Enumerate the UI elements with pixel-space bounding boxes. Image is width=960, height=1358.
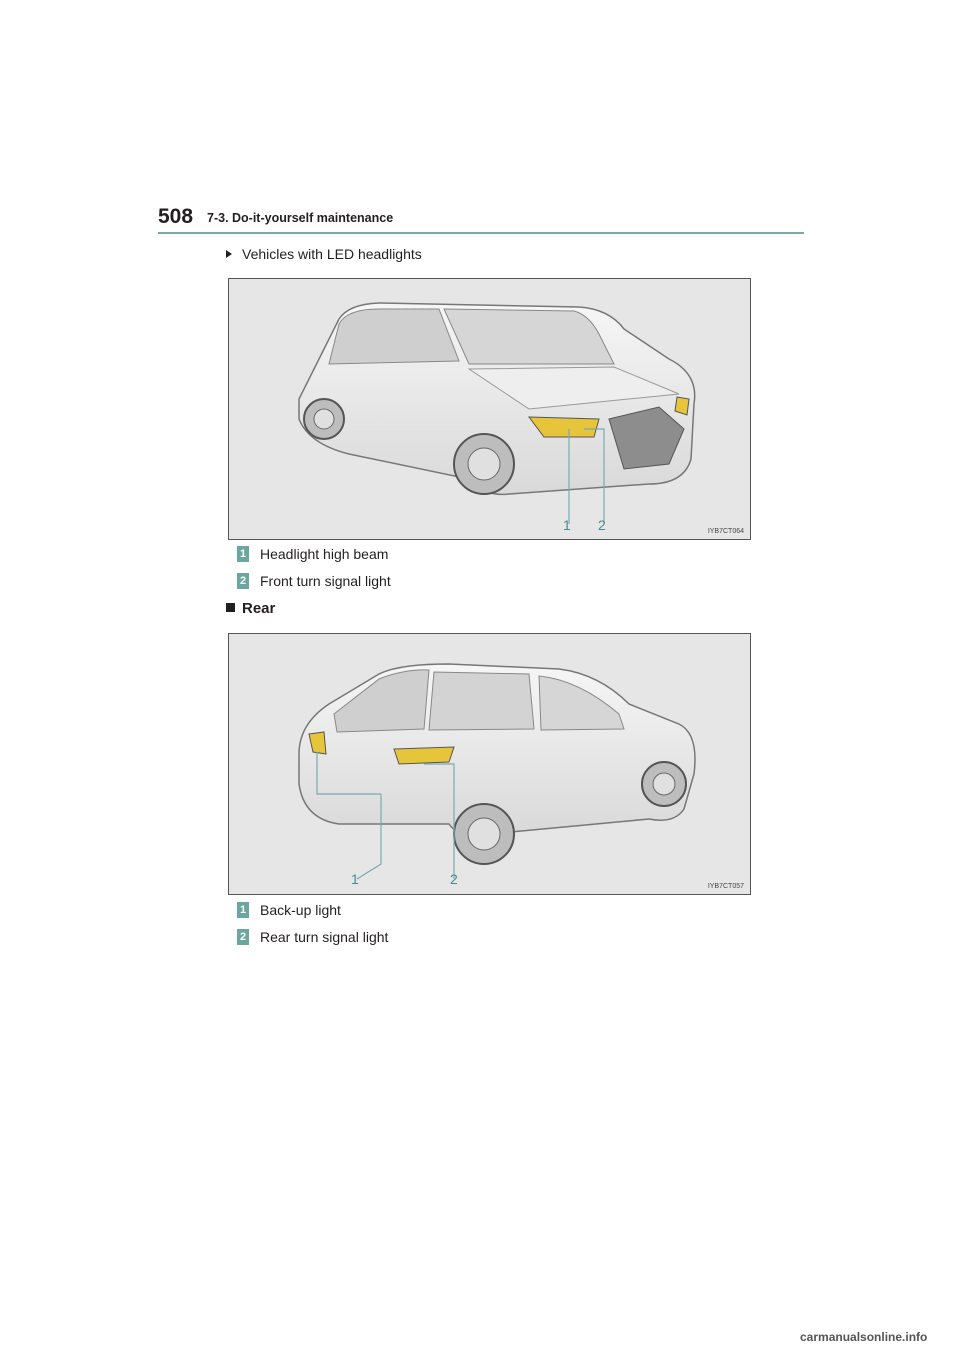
callout-1: 1 [351, 871, 359, 887]
front-car-illustration: 1 2 IYB7CT064 [228, 278, 751, 540]
rear-heading: Rear [226, 600, 275, 617]
rear-car-drawing [298, 663, 696, 880]
legend-number-badge: 1 [237, 902, 249, 918]
triangle-bullet-icon [226, 250, 232, 258]
legend-text: Front turn signal light [260, 573, 391, 589]
legend-number-badge: 2 [237, 573, 249, 589]
callout-2: 2 [450, 871, 458, 887]
page-number: 508 [158, 205, 194, 228]
rear-heading-text: Rear [242, 600, 276, 617]
callout-1: 1 [563, 517, 571, 533]
legend-number-badge: 1 [237, 546, 249, 562]
square-bullet-icon [226, 603, 235, 612]
rear-car-illustration: 1 2 IYB7CT057 [228, 633, 751, 895]
figure-code: IYB7CT057 [707, 883, 744, 890]
variant-label: Vehicles with LED headlights [226, 246, 422, 262]
watermark: carmanualsonline.info [800, 1330, 928, 1344]
legend-text: Back-up light [260, 902, 341, 918]
callout-2: 2 [598, 517, 606, 533]
figure-code: IYB7CT064 [707, 528, 744, 535]
legend-text: Headlight high beam [260, 546, 389, 562]
header-rule [158, 232, 804, 234]
variant-label-text: Vehicles with LED headlights [242, 246, 422, 262]
section-title: 7-3. Do-it-yourself maintenance [207, 211, 394, 225]
legend-number-badge: 2 [237, 929, 249, 945]
legend-text: Rear turn signal light [260, 929, 389, 945]
front-car-drawing [298, 302, 696, 524]
